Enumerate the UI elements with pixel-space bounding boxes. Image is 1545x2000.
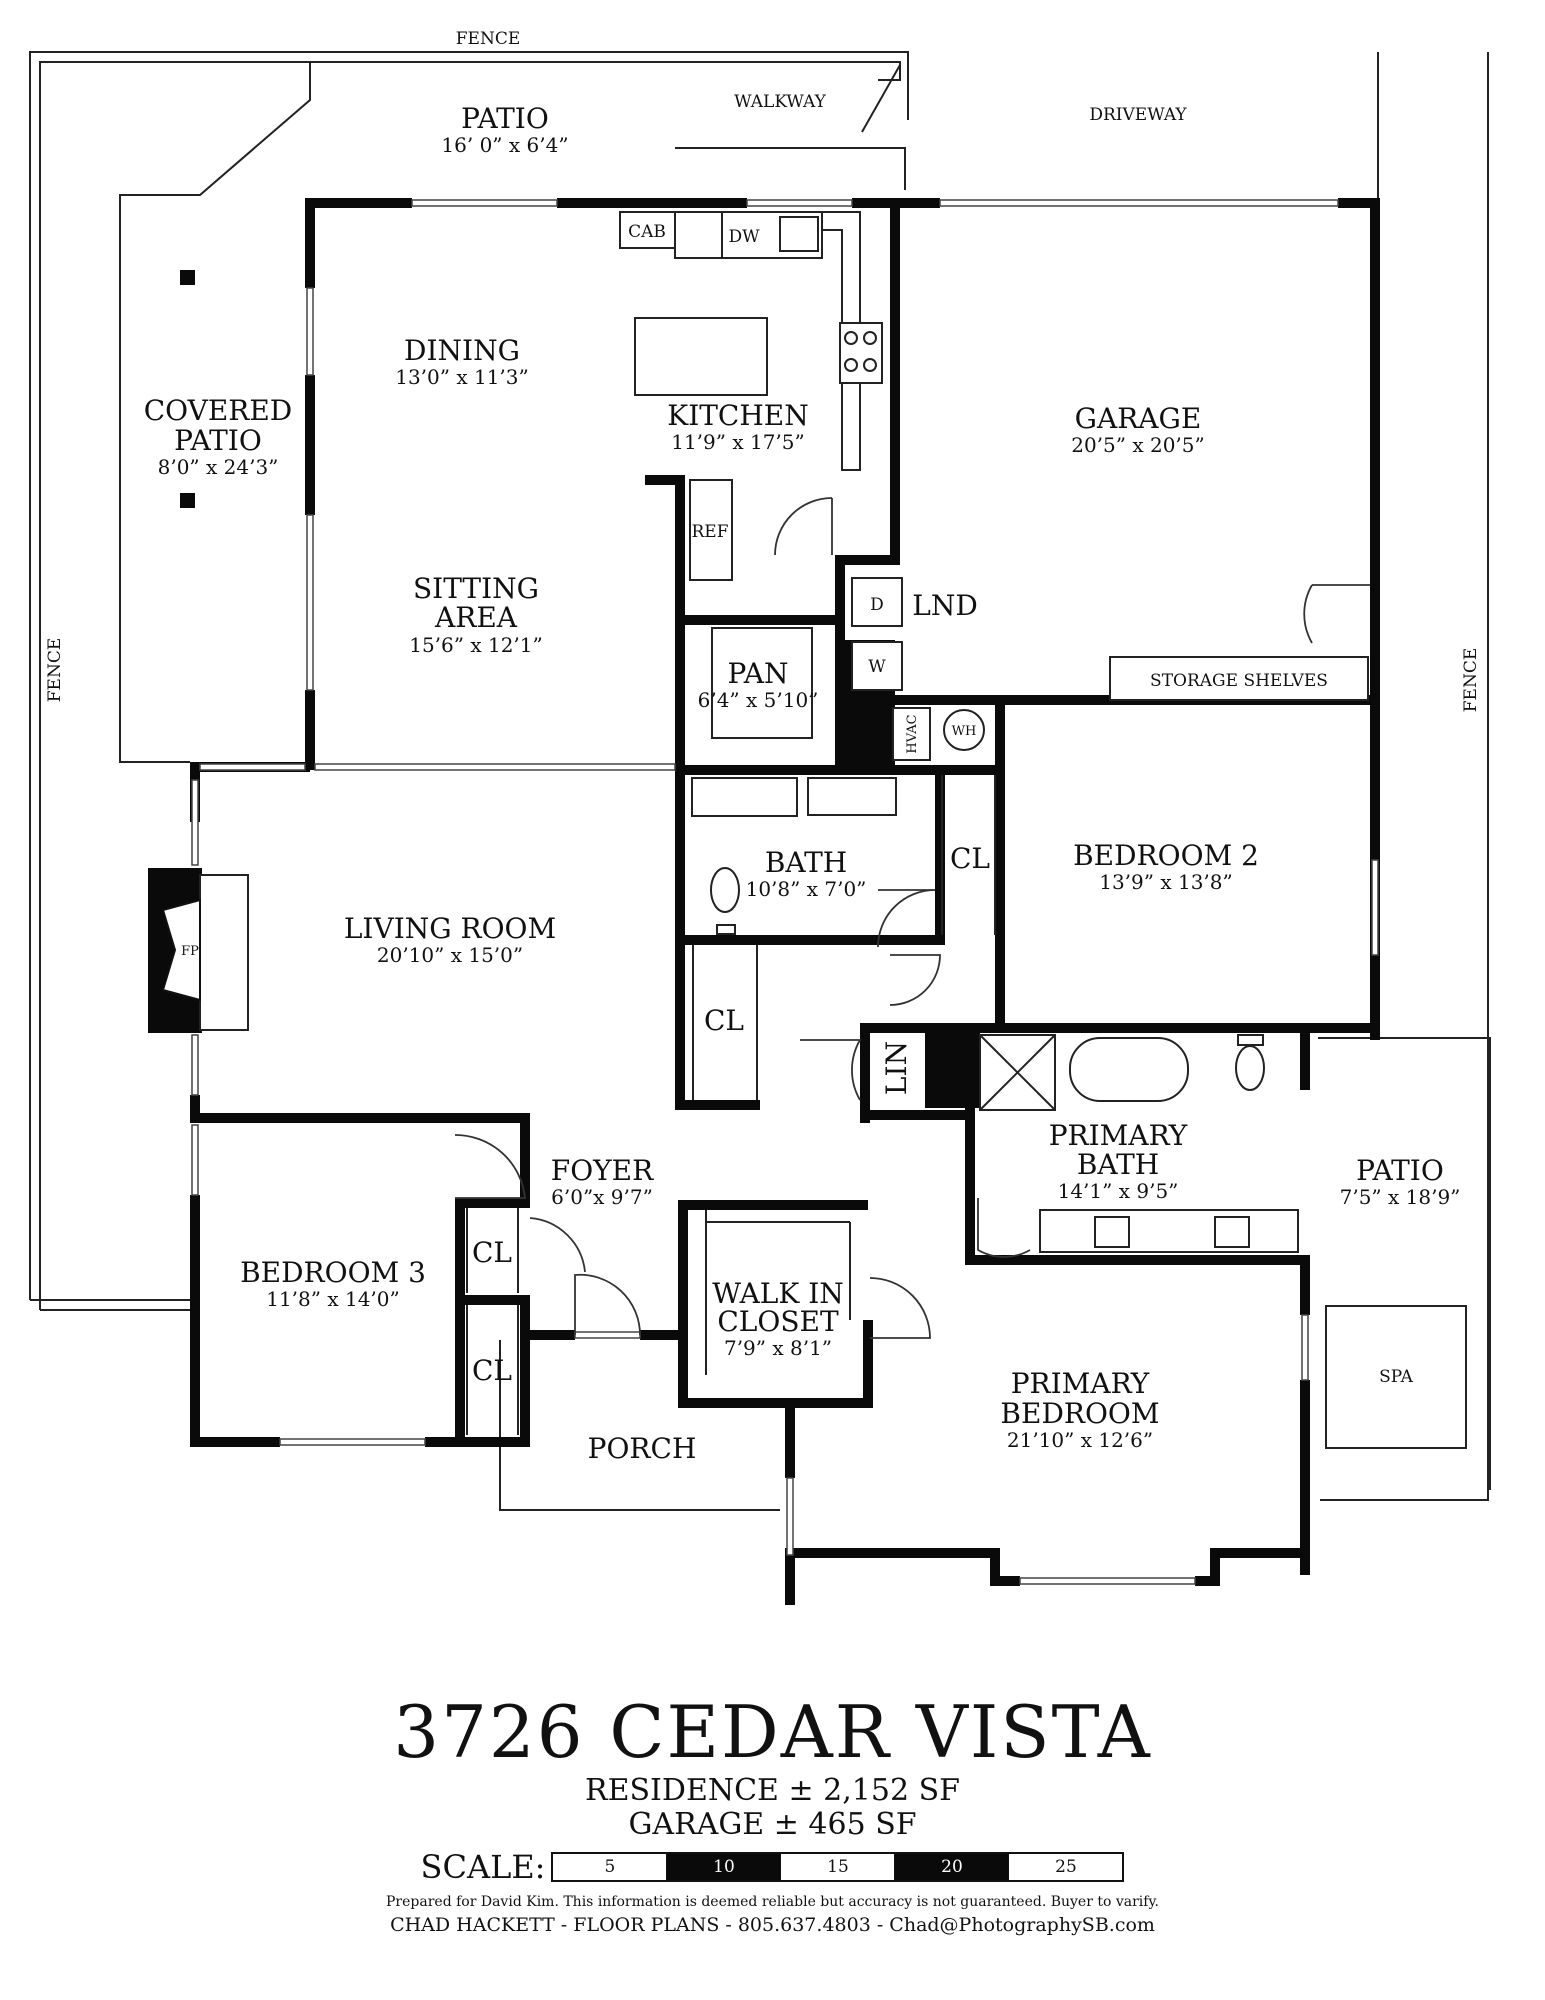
scale-mark: 15: [780, 1854, 894, 1880]
pantry-name: PAN: [728, 657, 789, 690]
dryer-label: D: [870, 595, 884, 615]
bedroom3-name: BEDROOM 3: [240, 1256, 426, 1289]
fence-right-label: FENCE: [1461, 648, 1481, 713]
covered-patio-dims: 8’0” x 24’3”: [158, 455, 279, 479]
cab-label: CAB: [628, 222, 666, 242]
scale-label: SCALE:: [420, 1848, 546, 1886]
walkway-label: WALKWAY: [734, 92, 827, 112]
foyer-dims: 6’0”x 9’7”: [551, 1185, 653, 1209]
windows: [191, 199, 1379, 1585]
ref-label: REF: [691, 522, 728, 542]
residence-area: RESIDENCE ± 2,152 SF: [585, 1773, 960, 1808]
footer: 3726 CEDAR VISTA RESIDENCE ± 2,152 SF GA…: [0, 1690, 1545, 1936]
living-room-dims: 20’10” x 15’0”: [377, 943, 523, 967]
washer-label: W: [868, 657, 886, 677]
scale-row: SCALE: 5 10 15 20 25: [0, 1848, 1545, 1886]
patio-rear-name: PATIO: [461, 102, 549, 135]
bedroom2-name: BEDROOM 2: [1073, 839, 1259, 872]
dining-name: DINING: [404, 334, 520, 367]
garage-name: GARAGE: [1075, 402, 1202, 435]
dining-dims: 13’0” x 11’3”: [395, 365, 529, 389]
bedroom3-dims: 11’8” x 14’0”: [266, 1287, 400, 1311]
porch-label: PORCH: [588, 1432, 697, 1465]
primary-bath-name-1: PRIMARY: [1049, 1119, 1188, 1152]
sitting-area-dims: 15’6” x 12’1”: [409, 633, 543, 657]
closet-foyer-label: CL: [472, 1236, 512, 1269]
wh-label: WH: [952, 724, 977, 739]
patio-side-name: PATIO: [1356, 1154, 1444, 1187]
bath-dims: 10’8” x 7’0”: [746, 877, 867, 901]
pantry-dims: 6’4” x 5’10”: [698, 688, 819, 712]
walk-in-closet-dims: 7’9” x 8’1”: [724, 1336, 832, 1360]
closet-hall-label: CL: [704, 1004, 744, 1037]
bath-name: BATH: [765, 846, 847, 879]
primary-bedroom-dims: 21’10” x 12’6”: [1007, 1428, 1153, 1452]
fence-left-label: FENCE: [45, 638, 65, 703]
scale-bar: 5 10 15 20 25: [551, 1852, 1125, 1882]
scale-mark: 5: [604, 1857, 616, 1877]
fireplace-label: FP: [181, 944, 199, 959]
primary-bath-name-2: BATH: [1077, 1148, 1159, 1181]
scale-mark: 20: [894, 1854, 1009, 1880]
garage-dims: 20’5” x 20’5”: [1071, 433, 1205, 457]
fence-top-label: FENCE: [456, 29, 521, 49]
sitting-area-name-2: AREA: [434, 601, 518, 634]
disclaimer: Prepared for David Kim. This information…: [386, 1894, 1159, 1910]
laundry-name: LND: [912, 589, 978, 622]
primary-bedroom-name-1: PRIMARY: [1011, 1367, 1150, 1400]
spa-label: SPA: [1379, 1367, 1414, 1387]
linen-closet-label: LIN: [880, 1041, 913, 1095]
patio-rear-dims: 16’ 0” x 6’4”: [441, 133, 568, 157]
covered-patio-name-2: PATIO: [174, 424, 262, 457]
scale-mark: 25: [1008, 1854, 1122, 1880]
walk-in-closet-name-2: CLOSET: [717, 1305, 839, 1338]
credit-line: CHAD HACKETT - FLOOR PLANS - 805.637.480…: [390, 1914, 1155, 1936]
primary-bedroom-name-2: BEDROOM: [1000, 1397, 1159, 1430]
closet-bedroom2-label: CL: [950, 842, 990, 875]
storage-shelves-label: STORAGE SHELVES: [1150, 671, 1328, 691]
foyer-name: FOYER: [551, 1154, 654, 1187]
bedroom2-dims: 13’9” x 13’8”: [1099, 870, 1233, 894]
site-outlines: [29, 51, 1491, 1511]
kitchen-name: KITCHEN: [667, 399, 808, 432]
dw-label: DW: [728, 227, 760, 247]
property-address: 3726 CEDAR VISTA: [393, 1690, 1152, 1774]
covered-patio-name-1: COVERED: [144, 394, 293, 427]
closet-bedroom3-label: CL: [472, 1354, 512, 1387]
hvac-label: HVAC: [905, 714, 920, 753]
primary-bath-dims: 14’1” x 9’5”: [1058, 1179, 1179, 1203]
labels: FENCE FENCE FENCE WALKWAY DRIVEWAY PATIO…: [45, 29, 1481, 1465]
sitting-area-name-1: SITTING: [413, 572, 539, 605]
garage-area: GARAGE ± 465 SF: [628, 1807, 917, 1842]
doors: [454, 497, 1370, 1339]
floor-plan: FENCE FENCE FENCE WALKWAY DRIVEWAY PATIO…: [29, 29, 1491, 1605]
scale-mark: 10: [666, 1854, 781, 1880]
fixtures: [161, 211, 1369, 1435]
driveway-label: DRIVEWAY: [1089, 105, 1187, 125]
patio-side-dims: 7’5” x 18’9”: [1340, 1185, 1461, 1209]
kitchen-dims: 11’9” x 17’5”: [671, 430, 805, 454]
living-room-name: LIVING ROOM: [344, 912, 556, 945]
walk-in-closet-name-1: WALK IN: [712, 1277, 844, 1310]
